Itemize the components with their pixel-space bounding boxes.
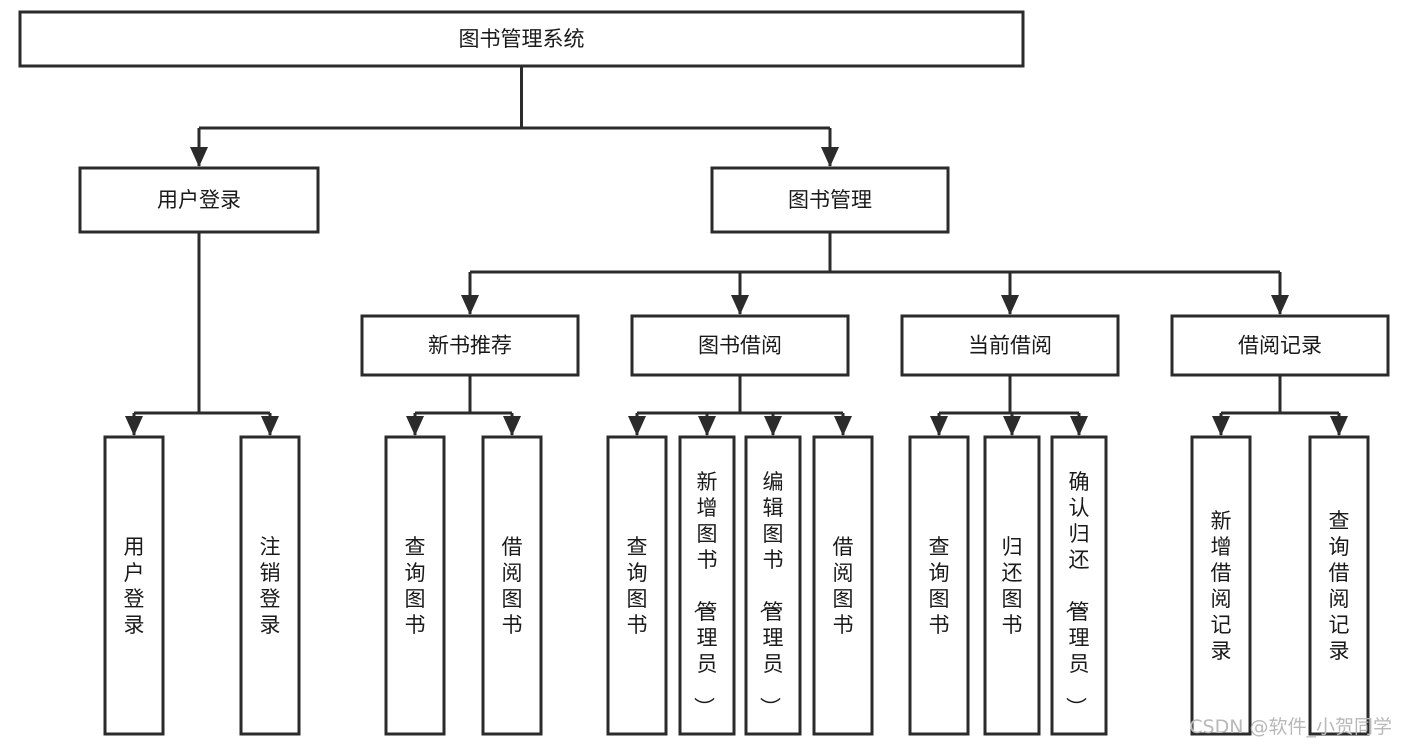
node-box-outline <box>18 10 1025 68</box>
node-label: 确认归还（管理员） <box>1064 470 1090 718</box>
node-box-outline <box>384 435 446 736</box>
arrow-head-icon-用户登录-leaf-1 <box>261 416 279 436</box>
node-leaf-用户登录[interactable]: 用户登录 <box>103 435 165 736</box>
node-label: 借阅记录 <box>1238 334 1322 358</box>
node-box-outline <box>678 435 736 736</box>
node-label: 归还图书 <box>1002 535 1023 637</box>
node-box-outline <box>983 435 1041 736</box>
node-leaf-借阅图书[interactable]: 借阅图书 <box>481 435 543 736</box>
node-box-outline <box>606 435 668 736</box>
node-leaf-借阅图书[interactable]: 借阅图书 <box>812 435 874 736</box>
arrow-head-icon-root-to-用户登录 <box>190 147 208 167</box>
node-leaf-确认归还管理员[interactable]: 确认归还（管理员） <box>1050 435 1108 736</box>
node-label: 编辑图书（管理员） <box>758 470 784 718</box>
node-box-outline <box>481 435 543 736</box>
node-label: 查询图书 <box>405 535 426 637</box>
arrow-head-icon-bookmgmt-to-图书借阅 <box>731 295 749 315</box>
arrow-head-icon-root-to-图书管理 <box>821 147 839 167</box>
arrow-head-icon-bookmgmt-to-当前借阅 <box>1001 295 1019 315</box>
node-box-outline <box>900 314 1120 377</box>
arrow-head-icon-图书借阅-leaf-3 <box>834 416 852 436</box>
node-root-图书管理系统[interactable]: 图书管理系统 <box>18 10 1025 68</box>
node-leaf-查询图书[interactable]: 查询图书 <box>606 435 668 736</box>
node-leaf-注销登录[interactable]: 注销登录 <box>239 435 301 736</box>
arrow-head-icon-当前借阅-leaf-0 <box>930 416 948 436</box>
node-label: 当前借阅 <box>968 334 1052 358</box>
node-box-outline <box>630 314 850 377</box>
node-label: 查询图书 <box>929 535 950 637</box>
node-l3-新书推荐[interactable]: 新书推荐 <box>360 314 580 377</box>
arrow-head-icon-图书借阅-leaf-1 <box>698 416 716 436</box>
node-box-outline <box>744 435 802 736</box>
node-label: 注销登录 <box>260 535 281 637</box>
arrow-head-icon-当前借阅-leaf-1 <box>1003 416 1021 436</box>
node-box-outline <box>908 435 970 736</box>
node-l2-用户登录[interactable]: 用户登录 <box>78 166 320 234</box>
node-box-outline <box>812 435 874 736</box>
node-box-outline <box>1190 435 1252 736</box>
arrow-head-icon-新书推荐-leaf-1 <box>503 416 521 436</box>
node-label: 借阅图书 <box>502 535 523 637</box>
node-label: 新书推荐 <box>428 334 512 358</box>
node-label: 借阅图书 <box>833 535 854 637</box>
node-box-outline <box>78 166 320 234</box>
arrow-head-icon-当前借阅-leaf-2 <box>1070 416 1088 436</box>
node-leaf-新增借阅记录[interactable]: 新增借阅记录 <box>1190 435 1252 736</box>
node-label: 用户登录 <box>157 188 241 212</box>
arrow-head-icon-图书借阅-leaf-2 <box>764 416 782 436</box>
node-l2-图书管理[interactable]: 图书管理 <box>710 166 950 234</box>
arrow-head-icon-借阅记录-leaf-0 <box>1212 416 1230 436</box>
node-box-outline <box>1050 435 1108 736</box>
connector-lines-layer <box>125 66 1348 436</box>
node-leaf-编辑图书管理员[interactable]: 编辑图书（管理员） <box>744 435 802 736</box>
arrow-head-icon-图书借阅-leaf-0 <box>628 416 646 436</box>
node-box-outline <box>710 166 950 234</box>
node-label: 用户登录 <box>124 535 145 637</box>
node-box-outline <box>1170 314 1390 377</box>
node-label: 新增图书（管理员） <box>692 470 718 718</box>
node-label: 图书管理 <box>788 188 872 212</box>
csdn-watermark: CSDN @软件_小贺同学 <box>1189 716 1392 738</box>
node-l3-图书借阅[interactable]: 图书借阅 <box>630 314 850 377</box>
node-l3-当前借阅[interactable]: 当前借阅 <box>900 314 1120 377</box>
arrow-head-icon-新书推荐-leaf-0 <box>406 416 424 436</box>
node-leaf-查询图书[interactable]: 查询图书 <box>384 435 446 736</box>
node-leaf-新增图书管理员[interactable]: 新增图书（管理员） <box>678 435 736 736</box>
node-boxes-layer: 图书管理系统用户登录图书管理新书推荐图书借阅当前借阅借阅记录用户登录注销登录查询… <box>18 10 1390 736</box>
node-box-outline <box>360 314 580 377</box>
node-box-outline <box>1308 435 1370 736</box>
node-leaf-查询图书[interactable]: 查询图书 <box>908 435 970 736</box>
arrow-head-icon-借阅记录-leaf-1 <box>1330 416 1348 436</box>
node-box-outline <box>239 435 301 736</box>
node-leaf-归还图书[interactable]: 归还图书 <box>983 435 1041 736</box>
node-label: 查询图书 <box>627 535 648 637</box>
node-label: 查询借阅记录 <box>1329 509 1350 663</box>
node-label: 图书管理系统 <box>459 27 585 51</box>
arrow-head-icon-用户登录-leaf-0 <box>125 416 143 436</box>
node-leaf-查询借阅记录[interactable]: 查询借阅记录 <box>1308 435 1370 736</box>
node-box-outline <box>103 435 165 736</box>
node-label: 图书借阅 <box>698 334 782 358</box>
node-label: 新增借阅记录 <box>1211 509 1232 663</box>
arrow-head-icon-bookmgmt-to-借阅记录 <box>1271 295 1289 315</box>
arrow-head-icon-bookmgmt-to-新书推荐 <box>461 295 479 315</box>
node-l3-借阅记录[interactable]: 借阅记录 <box>1170 314 1390 377</box>
